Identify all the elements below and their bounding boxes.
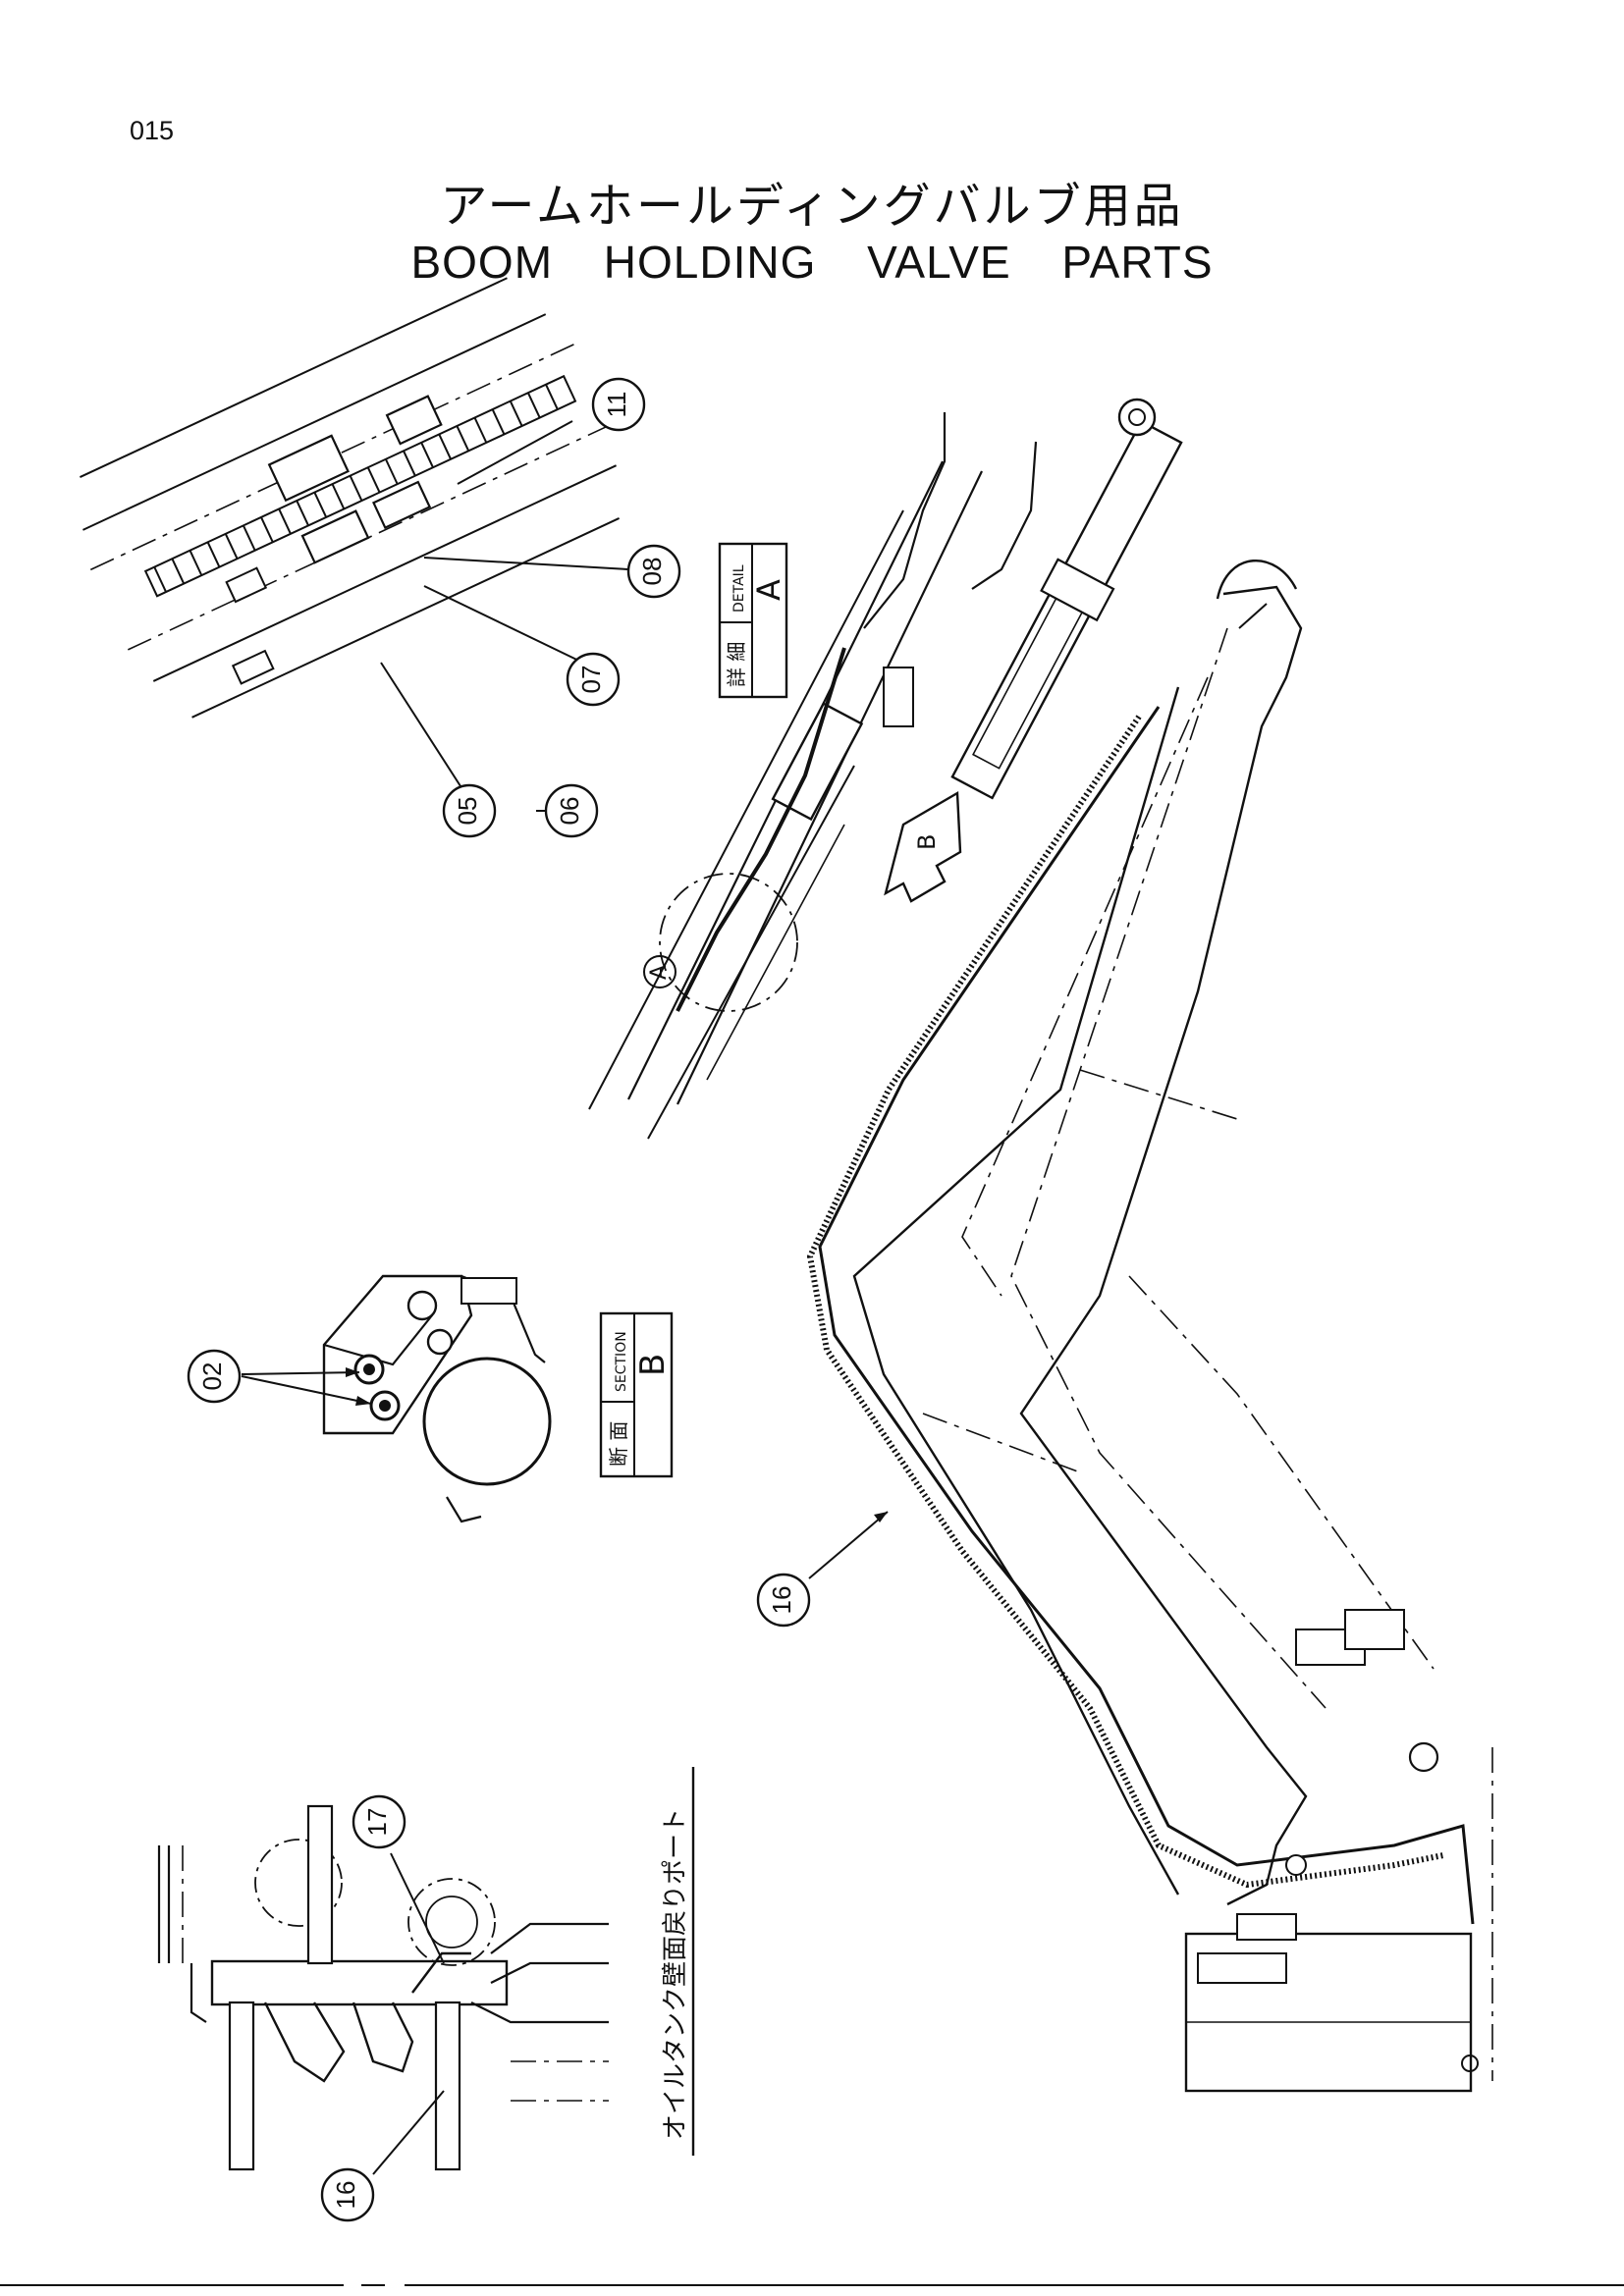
callout-17: 17 [352,1794,406,1849]
svg-text:05: 05 [453,797,482,826]
section-b-valve-block [241,1274,552,1523]
section-b-label: 断 面 SECTION B [599,1311,674,1478]
svg-text:SECTION: SECTION [614,1331,629,1392]
svg-text:07: 07 [576,666,606,694]
svg-text:断 面: 断 面 [607,1421,630,1467]
view-marker-b: B [913,834,941,850]
svg-text:08: 08 [637,558,667,586]
page-title-japanese: アームホールディングバルブ用品 [440,179,1184,234]
callout-11: 11 [591,377,646,432]
boom-assembly-view [806,398,1493,2093]
detail-a-enlarged-view [80,277,629,812]
svg-text:16: 16 [767,1586,796,1615]
svg-text:16: 16 [331,2181,360,2210]
svg-text:02: 02 [197,1362,227,1391]
view-arrow-b: B [884,790,962,903]
svg-text:11: 11 [602,392,631,418]
svg-text:06: 06 [555,797,584,826]
callout-08: 08 [626,544,681,599]
callout-02: 02 [187,1349,242,1404]
svg-text:DETAIL: DETAIL [731,564,747,613]
leader-16-boom [808,1511,889,1579]
page-number: 015 [130,116,175,145]
callout-16-boom: 16 [756,1573,811,1628]
page-title-english: BOOM HOLDING VALVE PARTS [410,237,1214,288]
svg-text:17: 17 [362,1808,392,1837]
callout-05: 05 [442,783,497,838]
callout-16-port: 16 [320,2167,375,2222]
svg-text:A: A [750,579,787,601]
svg-text:B: B [633,1354,673,1376]
callout-07: 07 [566,652,621,707]
detail-a-boom-section: A [588,412,1038,1140]
oil-tank-return-port-view: オイルタンク壁面戻りポート [157,1767,695,2175]
view-marker-a: A [647,965,672,980]
svg-text:詳 細: 詳 細 [725,642,748,687]
oil-tank-return-port-note: オイルタンク壁面戻りポート [661,1808,690,2140]
detail-a-label: 詳 細 DETAIL A [718,542,788,699]
callout-06: 06 [544,783,599,838]
